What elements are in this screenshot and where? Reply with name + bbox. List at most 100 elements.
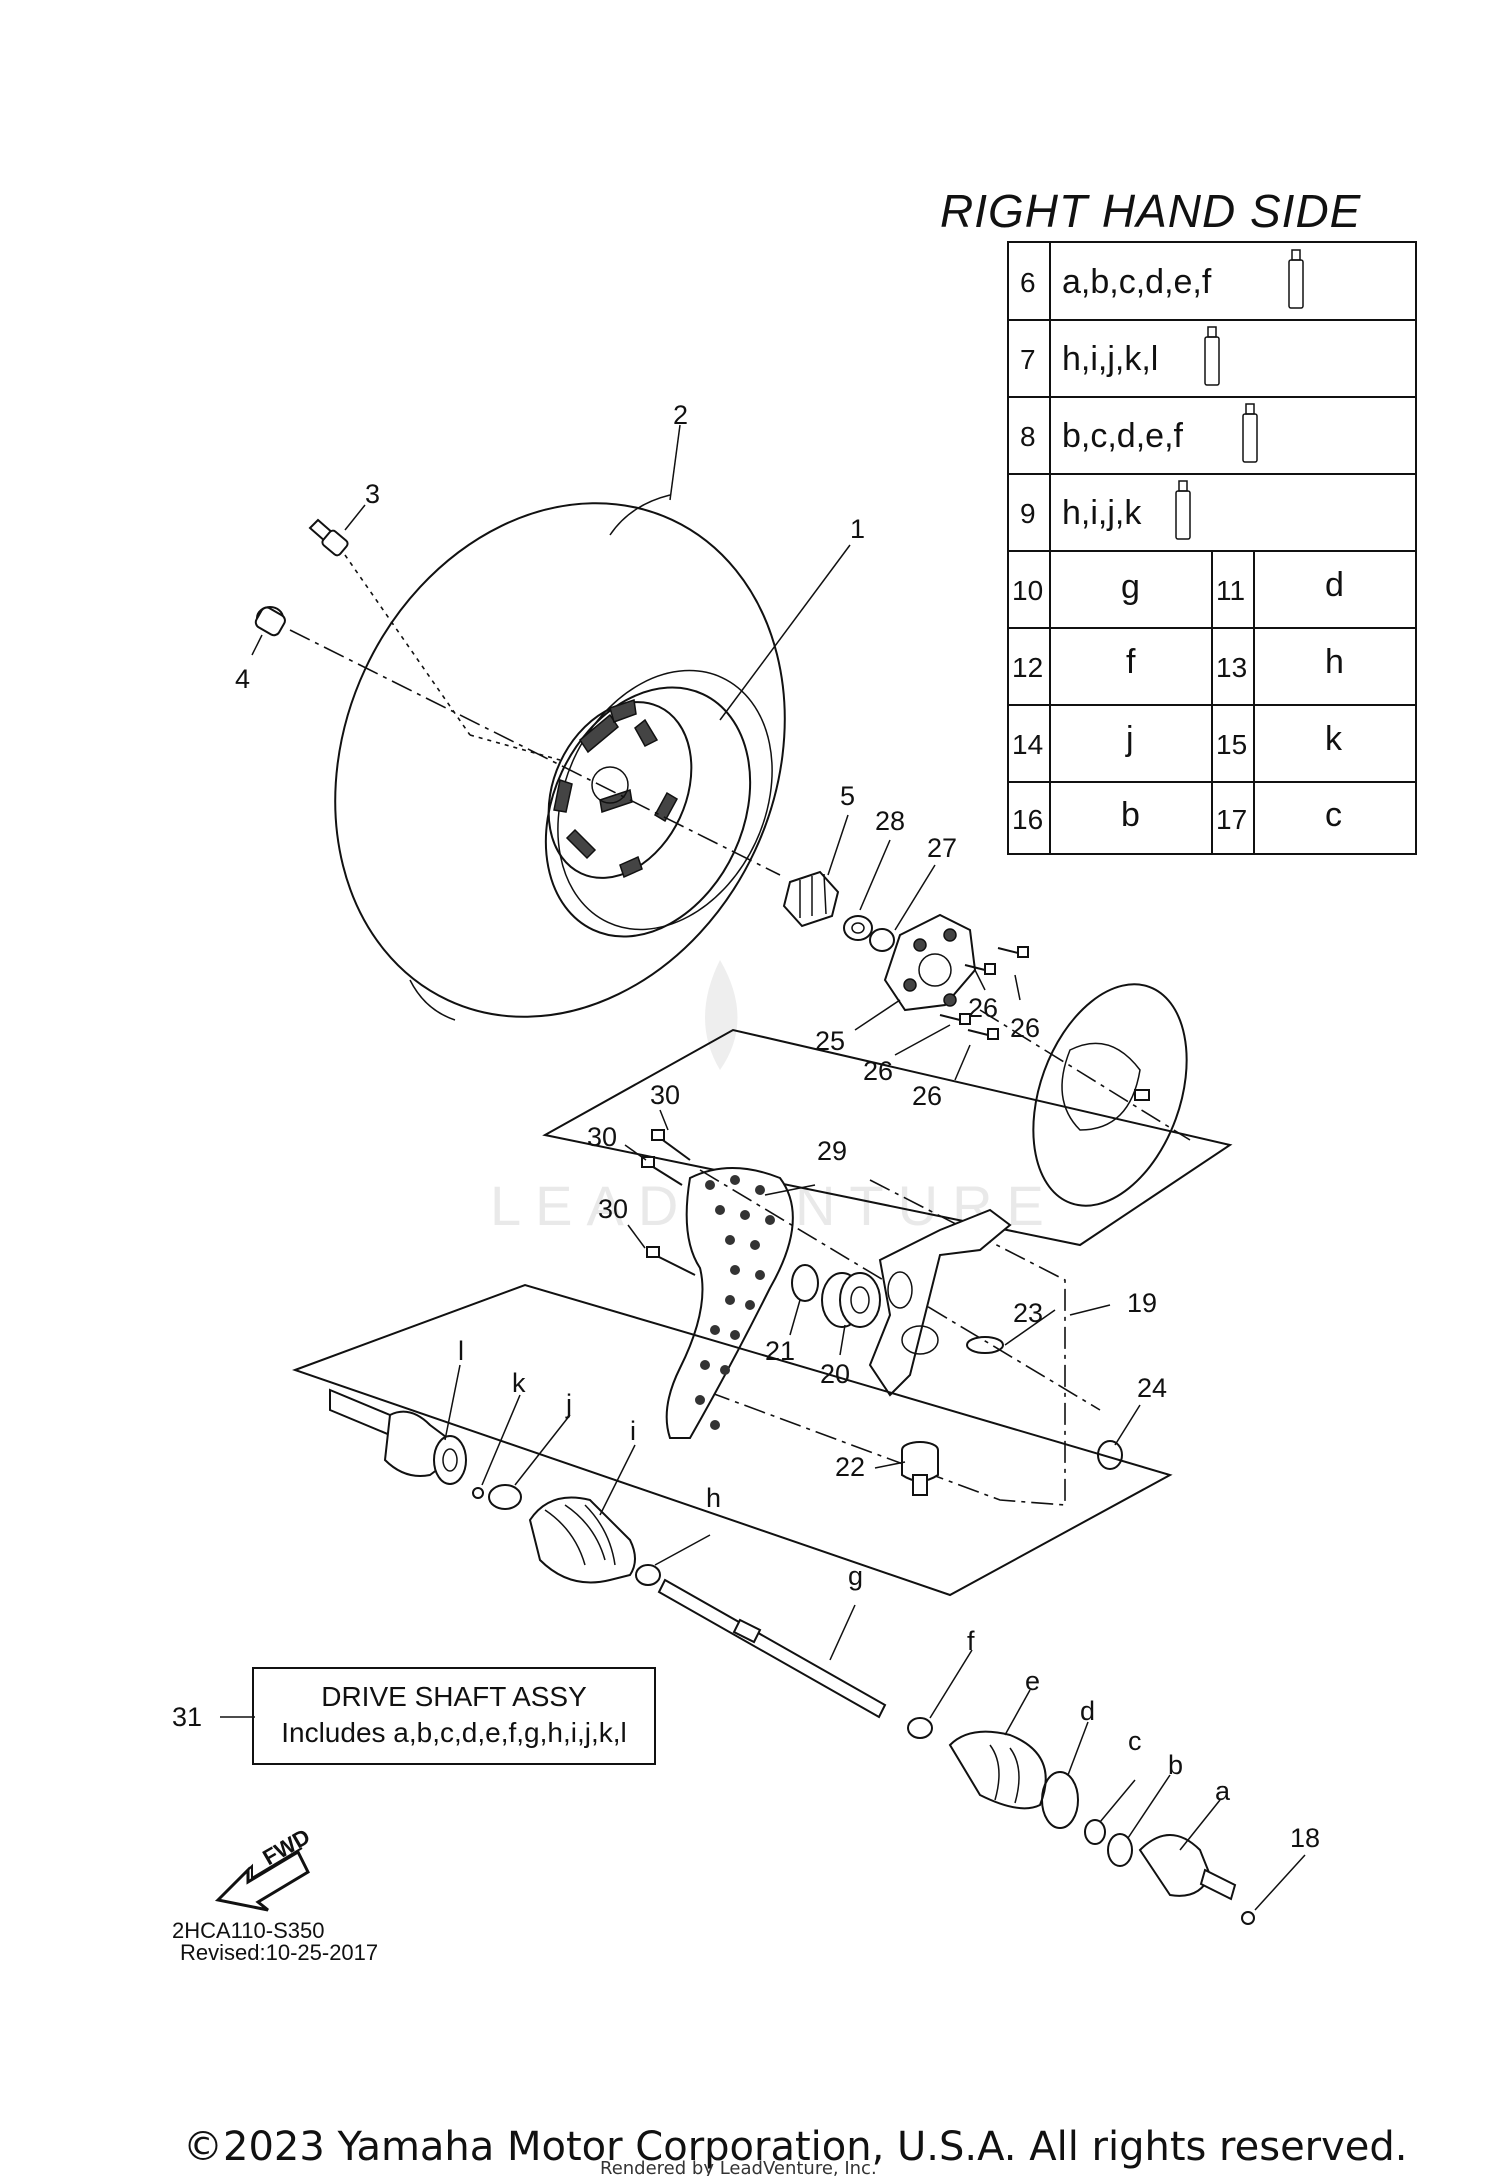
drive-shaft-outline [292, 1283, 1173, 1597]
table-pair-value: f [1126, 643, 1136, 681]
callout-31: 31 [172, 1702, 202, 1732]
callout-30: 30 [598, 1194, 628, 1224]
rendered-by: Rendered by LeadVenture, Inc. [600, 2158, 877, 2176]
callout-29: 29 [817, 1136, 847, 1166]
axle-nut [782, 870, 840, 928]
callout-20: 20 [820, 1359, 850, 1389]
dust-seal [1097, 1440, 1123, 1470]
clip [472, 1487, 484, 1499]
hub-bolts [939, 946, 1029, 1040]
leader-lines [220, 424, 1306, 1911]
axis-line [289, 629, 781, 876]
grease-tube-icon [1175, 480, 1191, 540]
valve-cap [254, 606, 286, 637]
boot [528, 1496, 636, 1584]
callout-22: 22 [835, 1452, 865, 1482]
boot-band [907, 1717, 933, 1739]
table-pair-num: 16 [1012, 804, 1043, 835]
callout-d: d [1080, 1696, 1095, 1726]
callout-3: 3 [365, 479, 380, 509]
callout-26: 26 [912, 1081, 942, 1111]
callout-24: 24 [1137, 1373, 1167, 1403]
callout-e: e [1025, 1666, 1040, 1696]
callout-b: b [1168, 1750, 1183, 1780]
callouts: 2 1 3 4 5 28 27 26 26 25 26 26 30 30 30 … [172, 400, 1320, 1853]
callout-h: h [706, 1483, 721, 1513]
table-pair-num: 14 [1012, 729, 1043, 760]
diagram-code: 2HCA110-S350 [172, 1918, 324, 1943]
valve-stem [308, 518, 349, 557]
table-row-num: 6 [1020, 267, 1036, 298]
callout-1: 1 [850, 514, 865, 544]
bearing [821, 1272, 881, 1328]
callout-j: j [565, 1389, 572, 1419]
knuckle-guard [665, 1167, 794, 1439]
shaft [657, 1578, 887, 1719]
callout-30: 30 [650, 1080, 680, 1110]
callout-28: 28 [875, 806, 905, 836]
valve-leader [469, 734, 561, 761]
steering-knuckle [868, 1208, 1012, 1397]
callout-l: l [458, 1336, 464, 1366]
grease-tube-icon [1288, 249, 1304, 309]
table-pair-num: 17 [1216, 804, 1247, 835]
table-pair-value: c [1325, 796, 1342, 834]
callout-5: 5 [840, 781, 855, 811]
outer-cv-joint [329, 1388, 467, 1485]
disc-axis-line [979, 1009, 1191, 1141]
callout-26: 26 [863, 1056, 893, 1086]
oring [966, 1336, 1004, 1354]
brake-disc [1032, 983, 1188, 1207]
grease-tube-icon [1204, 326, 1220, 386]
callout-k: k [512, 1368, 526, 1398]
callout-30: 30 [587, 1122, 617, 1152]
table-pair-num: 13 [1216, 652, 1247, 683]
table-pair-value: k [1325, 720, 1343, 758]
fwd-arrow-icon: FWD [214, 1824, 314, 1912]
callout-g: g [848, 1561, 863, 1591]
callout-26: 26 [1010, 1013, 1040, 1043]
boot-band [488, 1484, 522, 1510]
table-pair-num: 10 [1012, 575, 1043, 606]
wheel [544, 669, 773, 938]
callout-i: i [630, 1416, 636, 1446]
table-pair-value: j [1125, 720, 1134, 758]
table-pair-value: b [1121, 796, 1140, 834]
grease-tube-icon [1242, 403, 1258, 463]
callout-18: 18 [1290, 1823, 1320, 1853]
callout-19: 19 [1127, 1288, 1157, 1318]
table-pair-num: 12 [1012, 652, 1043, 683]
callout-23: 23 [1013, 1298, 1043, 1328]
table-pair-value: h [1325, 643, 1344, 681]
tire [334, 494, 786, 1021]
inner-boot [948, 1730, 1047, 1810]
knuckle-dashed-outline [688, 1179, 1066, 1506]
callout-a: a [1215, 1776, 1231, 1806]
callout-2: 2 [673, 400, 688, 430]
table-row-num: 8 [1020, 421, 1036, 452]
circlip [791, 1264, 819, 1302]
wheel-spokes [553, 699, 679, 879]
callout-21: 21 [765, 1336, 795, 1366]
revision-date: Revised:10-25-2017 [180, 1940, 378, 1965]
callout-f: f [967, 1626, 975, 1656]
spacer [869, 928, 895, 952]
callout-4: 4 [235, 664, 250, 694]
washer [843, 915, 873, 941]
table-row-parts: h,i,j,k [1062, 494, 1142, 532]
ball-joint [901, 1441, 939, 1496]
callout-c: c [1128, 1726, 1142, 1756]
guard-bolts [641, 1129, 696, 1276]
inner-cv-joint [1138, 1834, 1237, 1901]
copyright: ©2023 Yamaha Motor Corporation, U.S.A. A… [183, 2124, 1408, 2170]
circlip [1084, 1819, 1106, 1845]
drive-shaft-assy-title: DRIVE SHAFT ASSY [321, 1681, 587, 1712]
boot-band [1041, 1771, 1079, 1829]
circlip [1107, 1833, 1133, 1867]
boot-band [635, 1564, 661, 1586]
snap-ring [1241, 1911, 1255, 1925]
drive-shaft-assy-includes: Includes a,b,c,d,e,f,g,h,i,j,k,l [281, 1717, 627, 1748]
table-pair-num: 15 [1216, 729, 1247, 760]
table-row-parts: b,c,d,e,f [1062, 417, 1184, 455]
